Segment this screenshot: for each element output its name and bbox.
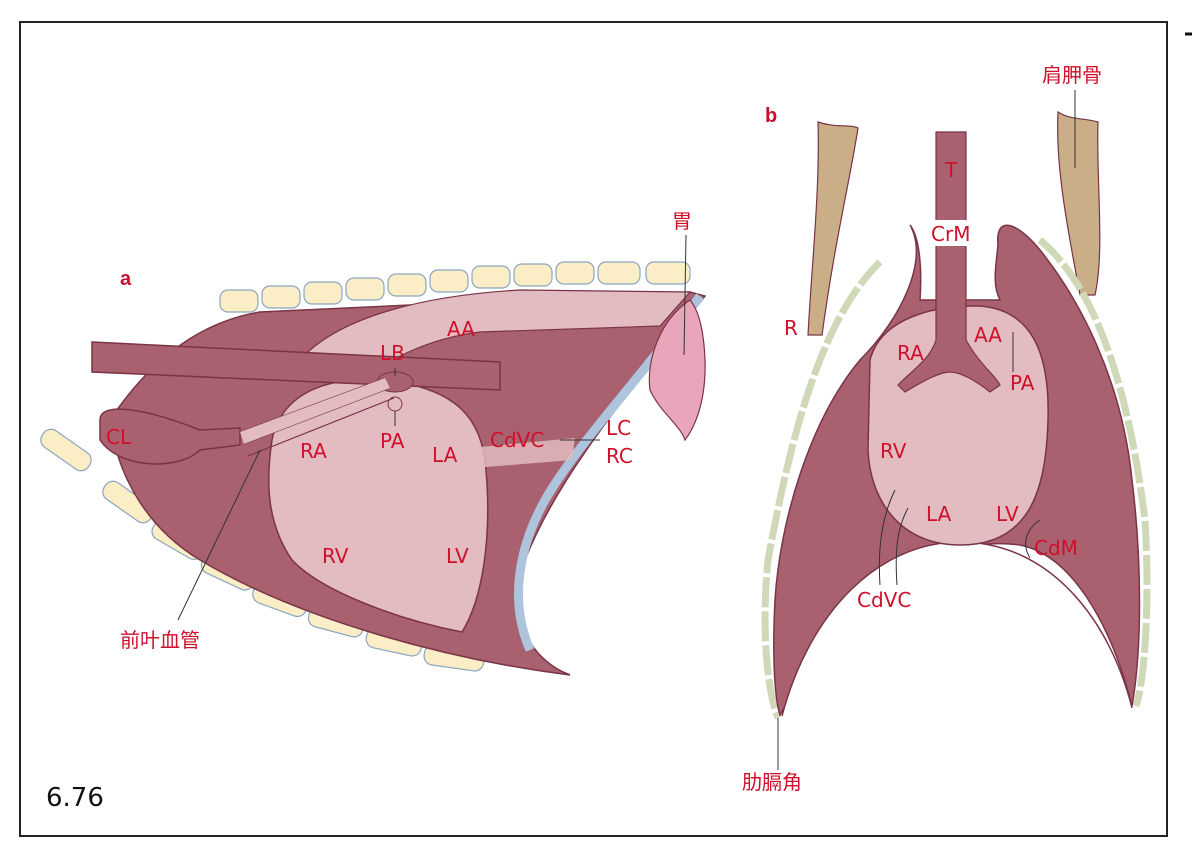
label-RV: RV — [322, 544, 349, 568]
label-RV: RV — [880, 439, 907, 463]
caudal-vena-cava — [470, 438, 575, 468]
label-costophrenic-angle: 肋膈角 — [742, 770, 802, 794]
label-RC: RC — [606, 444, 633, 468]
trachea — [897, 131, 1001, 393]
label-CL: CL — [106, 425, 132, 449]
label-LA: LA — [926, 502, 952, 526]
label-T: T — [944, 158, 958, 182]
label-AA: AA — [447, 317, 475, 341]
label-stomach: 胃 — [672, 209, 692, 233]
label-RA: RA — [300, 439, 327, 463]
label-CdVC: CdVC — [490, 428, 544, 452]
ribs — [761, 237, 1151, 720]
cranial-lobe — [99, 408, 241, 465]
label-LB: LB — [380, 341, 405, 365]
label-CdM: CdM — [1034, 536, 1078, 560]
leader — [177, 449, 261, 621]
panel-b-dorsoventral-view: b 肩胛骨 T CrM R RA AA PA RV LA LV CdM CdVC… — [742, 63, 1151, 794]
left-scapula — [807, 121, 859, 336]
lobe-vessel-fill — [240, 378, 390, 444]
panel-letter-b: b — [765, 105, 777, 127]
label-LV: LV — [996, 502, 1019, 526]
diaphragm — [782, 542, 1132, 760]
panel-a-lateral-view: a AA LB PA RA LA CL CdVC LC RC RV LV 胃 前… — [40, 209, 707, 676]
label-CrM: CrM — [931, 222, 970, 246]
label-R: R — [784, 316, 798, 340]
label-scapula: 肩胛骨 — [1042, 63, 1102, 87]
label-AA: AA — [974, 323, 1002, 347]
stomach — [648, 299, 706, 442]
cdvc-lines — [878, 489, 909, 586]
label-LV: LV — [446, 544, 469, 568]
label-RA: RA — [897, 341, 924, 365]
leader — [683, 234, 687, 356]
dorsal-vertebrae — [219, 261, 691, 313]
label-CdVC: CdVC — [857, 588, 911, 612]
label-PA: PA — [380, 429, 405, 453]
figure-number: 6.76 — [46, 783, 104, 813]
right-scapula — [1057, 110, 1101, 296]
crm-label-bg — [930, 220, 974, 246]
cdm-line — [1025, 519, 1041, 559]
label-LA: LA — [432, 443, 458, 467]
panel-letter-a: a — [120, 268, 132, 290]
label-lobe-vessels: 前叶血管 — [120, 628, 200, 652]
label-PA: PA — [1010, 371, 1035, 395]
label-LC: LC — [606, 416, 631, 440]
